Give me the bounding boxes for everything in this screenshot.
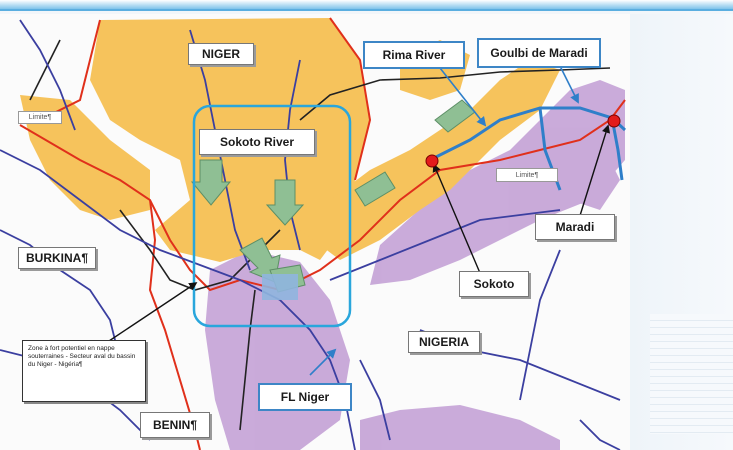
callout-arrows — [105, 124, 611, 344]
arrow-icon — [354, 171, 396, 207]
label-sokoto-river: Sokoto River — [199, 129, 315, 155]
label-sokoto: Sokoto — [459, 271, 529, 297]
label-limite-right: Limite¶ — [496, 168, 558, 182]
label-benin: BENIN¶ — [140, 412, 210, 438]
side-panel — [630, 14, 733, 450]
flow-arrows — [190, 99, 476, 293]
label-nigeria: NIGERIA — [408, 331, 480, 353]
city-marker-icon — [425, 154, 439, 168]
arrow-icon — [265, 179, 305, 226]
label-arrows — [309, 65, 579, 376]
label-limite-left: Limite¶ — [18, 111, 62, 124]
confluence-zone — [262, 274, 298, 300]
label-burkina: BURKINA¶ — [18, 247, 96, 269]
label-goulbi-de-maradi: Goulbi de Maradi — [477, 38, 601, 68]
label-maradi: Maradi — [535, 214, 615, 240]
top-bar — [0, 0, 733, 11]
legend-note: Zone à fort potentiel en nappe souterrai… — [22, 340, 146, 402]
label-niger: NIGER — [188, 43, 254, 65]
sokoto-river-box — [192, 104, 352, 328]
label-rima-river: Rima River — [363, 41, 465, 69]
city-marker-icon — [607, 114, 621, 128]
arrow-icon — [190, 159, 232, 206]
label-fl-niger: FL Niger — [258, 383, 352, 411]
